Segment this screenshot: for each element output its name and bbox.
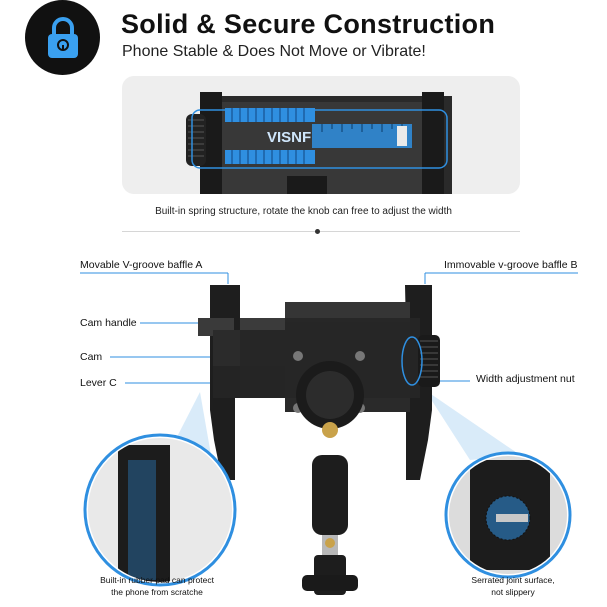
- spring-structure-panel: VISNF: [122, 76, 520, 194]
- page-title: Solid & Secure Construction: [121, 9, 496, 39]
- divider-dot: [315, 229, 320, 234]
- serrated-caption-line1: Serrated joint surface,: [471, 575, 555, 585]
- page-subtitle: Phone Stable & Does Not Move or Vibrate!: [122, 43, 426, 60]
- rubber-pad-caption: Built-in rubber pad can protect the phon…: [72, 574, 242, 598]
- rubber-pad-caption-line1: Built-in rubber pad can protect: [100, 575, 214, 585]
- label-lever-c: Lever C: [80, 377, 117, 389]
- serrated-caption: Serrated joint surface, not slippery: [448, 574, 578, 598]
- serrated-joint-callout: [444, 451, 572, 579]
- label-baffle-a: Movable V-groove baffle A: [80, 259, 203, 271]
- label-cam: Cam: [80, 351, 103, 363]
- rubber-pad-caption-line2: the phone from scratche: [111, 587, 203, 597]
- section-divider: [122, 231, 520, 232]
- spring-caption: Built-in spring structure, rotate the kn…: [155, 206, 452, 217]
- spring-structure-illustration: VISNF: [186, 92, 452, 194]
- lock-icon: [47, 16, 78, 58]
- rubber-pad-callout: [83, 433, 237, 587]
- brand-mark: VISNF: [267, 129, 311, 146]
- label-cam-handle: Cam handle: [80, 317, 137, 329]
- phone-holder-diagram: [80, 272, 578, 595]
- holder-body: [198, 285, 440, 595]
- label-baffle-b: Immovable v-groove baffle B: [444, 259, 578, 271]
- lock-badge: [25, 0, 100, 75]
- label-width-nut: Width adjustment nut: [476, 373, 575, 385]
- serrated-caption-line2: not slippery: [491, 587, 535, 597]
